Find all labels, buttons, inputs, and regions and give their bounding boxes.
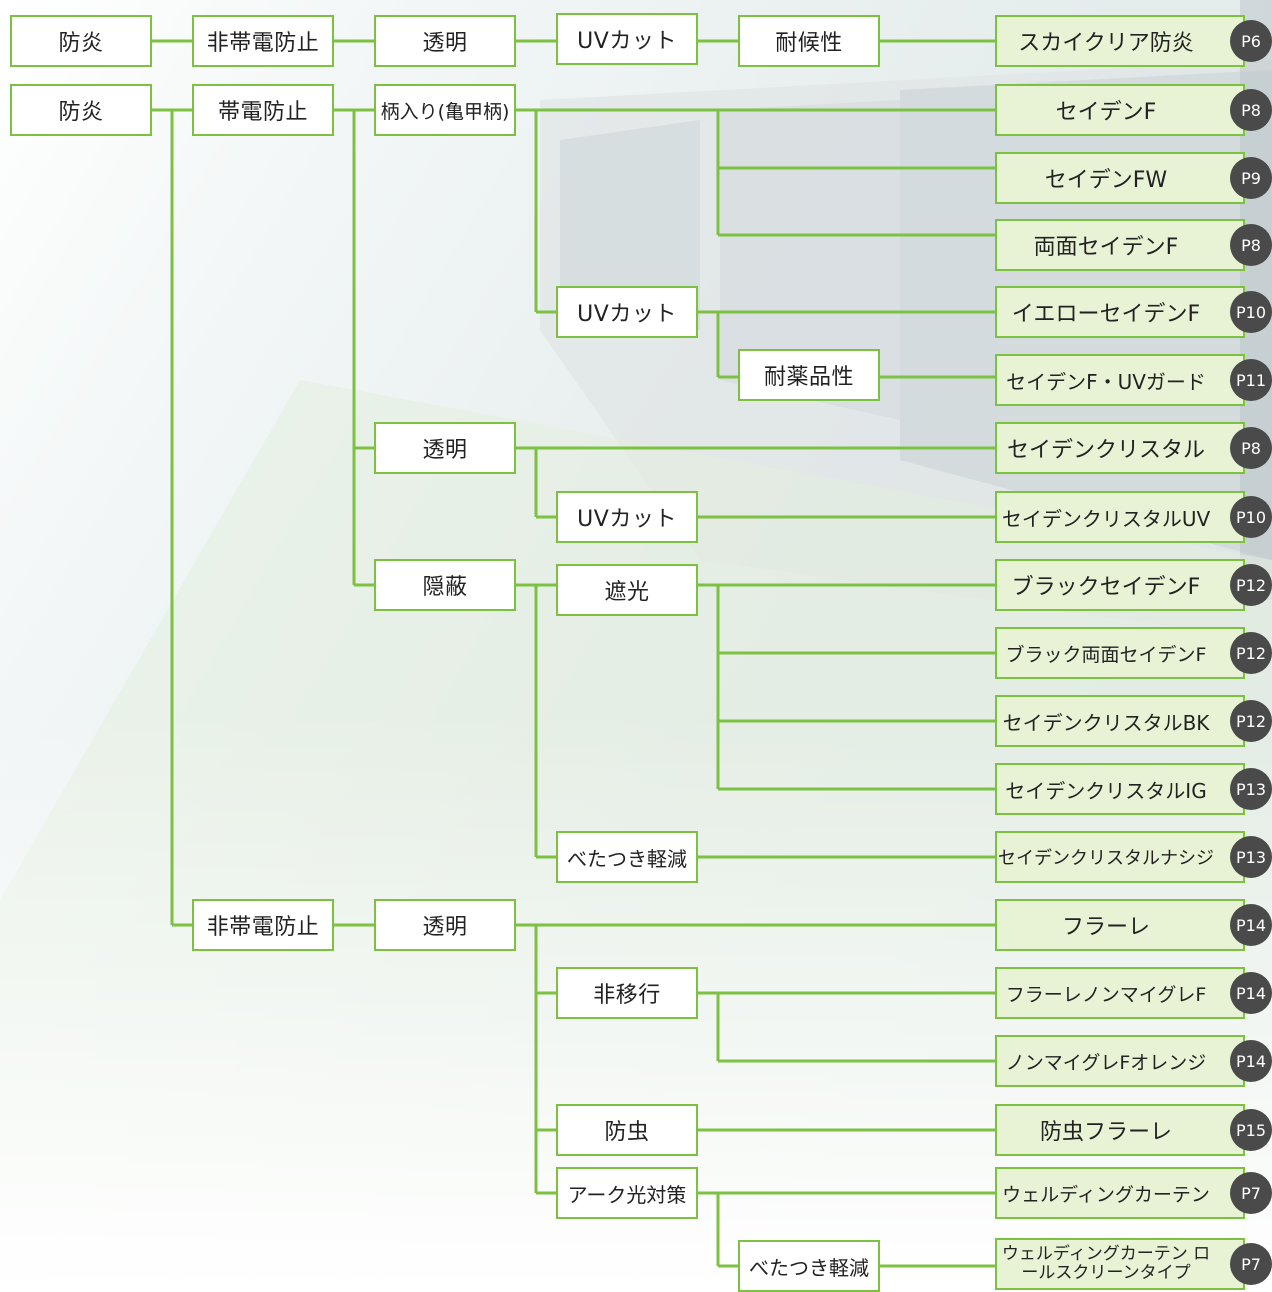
node-patterned: 柄入り(亀甲柄) (374, 84, 516, 136)
node-flame-retardant-1: 防炎 (10, 15, 152, 67)
product-seiden-crystal-ig: セイデンクリスタルIG (995, 763, 1245, 815)
node-transparent-3: 透明 (374, 899, 516, 951)
product-seiden-f-uv-guard: セイデンF・UVガード (995, 354, 1245, 406)
page-badge: P12 (1230, 564, 1272, 606)
node-uv-cut-2: UVカット (556, 286, 698, 338)
page-badge: P13 (1230, 768, 1272, 810)
page-badge: P8 (1230, 224, 1272, 266)
product-seiden-fw: セイデンFW (995, 152, 1245, 204)
product-seiden-crystal-nashiji: セイデンクリスタルナシジ (995, 831, 1245, 883)
product-non-migrate-f-orange: ノンマイグレFオレンジ (995, 1035, 1245, 1087)
product-welding-curtain: ウェルディングカーテン (995, 1167, 1245, 1219)
page-badge: P8 (1230, 427, 1272, 469)
node-less-sticky-1: べたつき軽減 (556, 831, 698, 883)
node-light-blocking: 遮光 (556, 564, 698, 616)
page-badge: P13 (1230, 836, 1272, 878)
product-insect-proof-furare: 防虫フラーレ (995, 1104, 1245, 1156)
page-badge: P10 (1230, 496, 1272, 538)
node-uv-cut-1: UVカット (556, 13, 698, 65)
page-badge: P14 (1230, 904, 1272, 946)
node-less-sticky-2: べたつき軽減 (738, 1240, 880, 1292)
page-badge: P15 (1230, 1109, 1272, 1151)
page-badge: P11 (1230, 359, 1272, 401)
node-arc-light: アーク光対策 (556, 1167, 698, 1219)
product-furare: フラーレ (995, 899, 1245, 951)
node-concealing: 隠蔽 (374, 559, 516, 611)
node-non-migrating: 非移行 (556, 967, 698, 1019)
page-badge: P8 (1230, 89, 1272, 131)
node-transparent-1: 透明 (374, 15, 516, 67)
product-yellow-seiden-f: イエローセイデンF (995, 286, 1245, 338)
product-black-double-seiden-f: ブラック両面セイデンF (995, 627, 1245, 679)
node-flame-retardant-2: 防炎 (10, 84, 152, 136)
page-badge: P7 (1230, 1243, 1272, 1285)
node-transparent-2: 透明 (374, 422, 516, 474)
product-seiden-f: セイデンF (995, 84, 1245, 136)
node-chemical-resistance: 耐薬品性 (738, 349, 880, 401)
product-welding-curtain-roll-screen: ウェルディングカーテン ロールスクリーンタイプ (995, 1238, 1245, 1290)
product-seiden-crystal-bk: セイデンクリスタルBK (995, 695, 1245, 747)
page-badge: P9 (1230, 157, 1272, 199)
node-uv-cut-3: UVカット (556, 491, 698, 543)
page-badge: P10 (1230, 291, 1272, 333)
product-seiden-crystal: セイデンクリスタル (995, 422, 1245, 474)
product-sky-clear: スカイクリア防炎 (995, 15, 1245, 67)
page-badge: P14 (1230, 1040, 1272, 1082)
product-furare-non-migrate-f: フラーレノンマイグレF (995, 967, 1245, 1019)
page-badge: P14 (1230, 972, 1272, 1014)
page-badge: P12 (1230, 632, 1272, 674)
page-badge: P7 (1230, 1172, 1272, 1214)
product-double-seiden-f: 両面セイデンF (995, 219, 1245, 271)
node-non-antistatic-2: 非帯電防止 (192, 899, 334, 951)
page-badge: P12 (1230, 700, 1272, 742)
node-antistatic: 帯電防止 (192, 84, 334, 136)
page-badge: P6 (1230, 20, 1272, 62)
node-weather-resistance: 耐候性 (738, 15, 880, 67)
node-non-antistatic-1: 非帯電防止 (192, 15, 334, 67)
product-seiden-crystal-uv: セイデンクリスタルUV (995, 491, 1245, 543)
product-black-seiden-f: ブラックセイデンF (995, 559, 1245, 611)
node-insect-proof: 防虫 (556, 1104, 698, 1156)
